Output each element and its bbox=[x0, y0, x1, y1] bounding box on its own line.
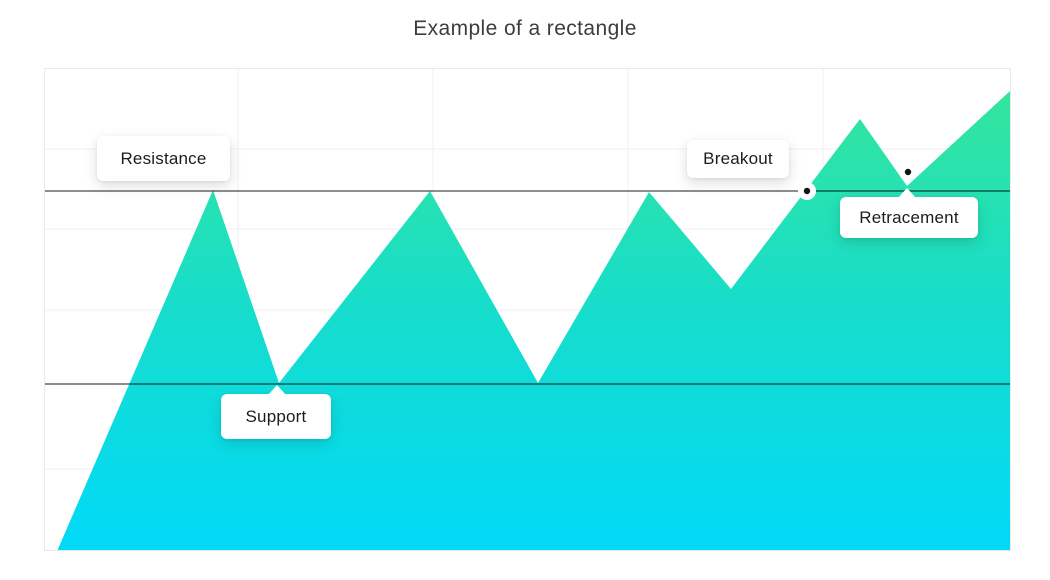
resistance-label-text: Resistance bbox=[120, 148, 207, 168]
retracement-marker bbox=[899, 163, 917, 181]
retracement-label-pointer-up bbox=[898, 188, 916, 198]
retracement-label-text: Retracement bbox=[859, 207, 959, 227]
breakout-label-text: Breakout bbox=[703, 149, 773, 168]
markers bbox=[798, 163, 917, 200]
marker-dot bbox=[803, 187, 811, 195]
support-label-text: Support bbox=[245, 406, 307, 426]
page-title: Example of a rectangle bbox=[413, 17, 637, 40]
resistance-label: Resistance bbox=[97, 136, 230, 181]
breakout-label: Breakout bbox=[687, 140, 789, 178]
level-lines bbox=[45, 190, 1010, 385]
retracement-label: Retracement bbox=[840, 188, 978, 238]
support-label: Support bbox=[221, 385, 331, 439]
support-label-pointer-up bbox=[268, 385, 286, 395]
breakout-marker bbox=[798, 182, 816, 200]
marker-dot bbox=[904, 168, 912, 176]
